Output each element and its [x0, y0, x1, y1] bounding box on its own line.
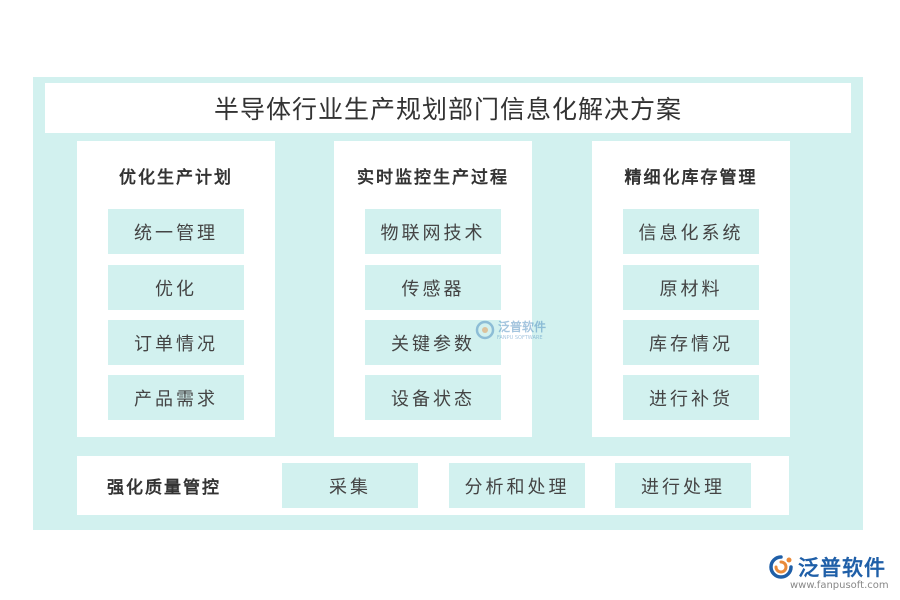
- item-box: 采集: [282, 463, 418, 508]
- item-box: 原材料: [623, 265, 759, 310]
- panel-title: 精细化库存管理: [624, 168, 758, 188]
- panel-title: 实时监控生产过程: [357, 168, 509, 188]
- brand-name: 泛普软件: [798, 556, 886, 580]
- panel-title: 优化生产计划: [119, 168, 233, 188]
- panel-quality-control: 强化质量管控 采集 分析和处理 进行处理: [77, 456, 789, 515]
- item-box: 订单情况: [108, 320, 244, 365]
- item-box: 传感器: [365, 265, 501, 310]
- item-box: 信息化系统: [623, 209, 759, 254]
- item-box: 进行补货: [623, 375, 759, 420]
- watermark-subtext: FANPU SOFTWARE: [497, 335, 543, 341]
- item-box: 分析和处理: [449, 463, 585, 508]
- watermark-text: 泛普软件: [498, 320, 547, 334]
- panel-production-monitoring: 实时监控生产过程 物联网技术 传感器 关键参数 设备状态: [334, 141, 532, 437]
- item-box: 优化: [108, 265, 244, 310]
- item-box: 设备状态: [365, 375, 501, 420]
- item-box: 进行处理: [615, 463, 751, 508]
- item-box: 关键参数: [365, 320, 501, 365]
- diagram-title: 半导体行业生产规划部门信息化解决方案: [45, 83, 851, 133]
- item-box: 库存情况: [623, 320, 759, 365]
- item-box: 统一管理: [108, 209, 244, 254]
- watermark-logo-icon: [475, 320, 495, 339]
- brand-url: www.fanpusoft.com: [790, 580, 889, 591]
- panel-inventory: 精细化库存管理 信息化系统 原材料 库存情况 进行补货: [592, 141, 790, 437]
- watermark: 泛普软件 FANPU SOFTWARE: [475, 318, 546, 341]
- fanpu-logo-icon: [769, 555, 793, 579]
- panel-title: 强化质量管控: [107, 478, 221, 498]
- item-box: 物联网技术: [365, 209, 501, 254]
- item-box: 产品需求: [108, 375, 244, 420]
- brand-logo: 泛普软件: [768, 552, 886, 582]
- panel-production-plan: 优化生产计划 统一管理 优化 订单情况 产品需求: [77, 141, 275, 437]
